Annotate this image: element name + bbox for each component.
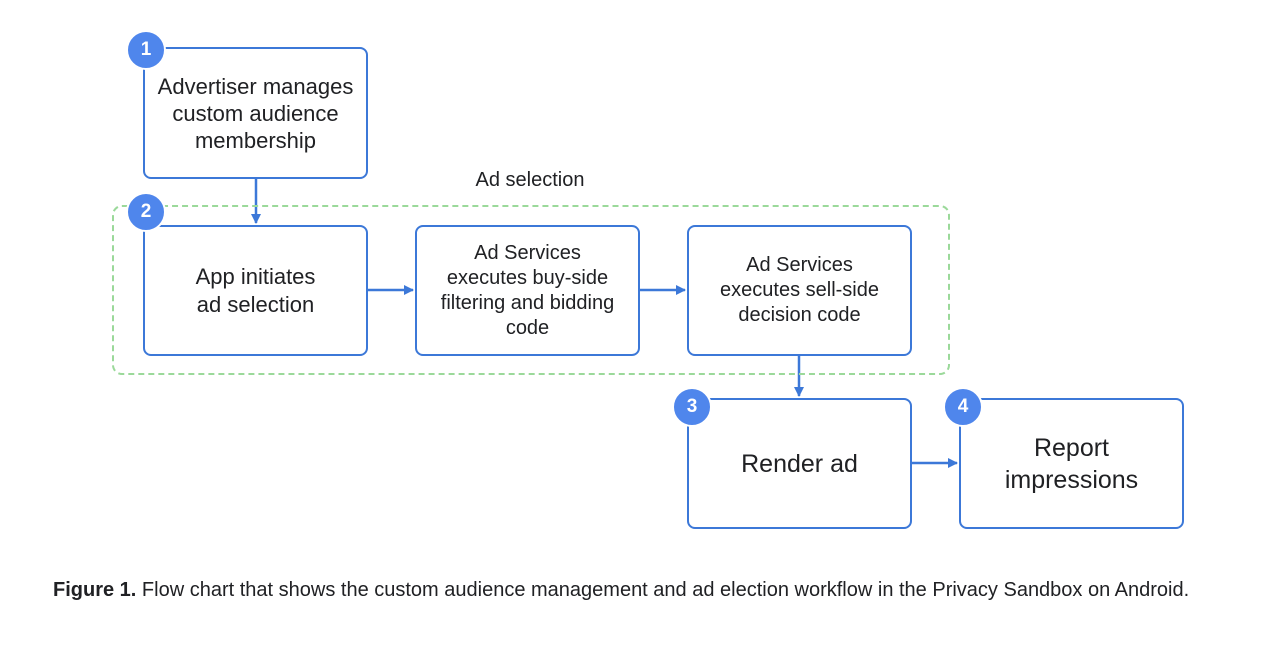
ad-selection-label: Ad selection <box>475 169 585 191</box>
buy-side-bidding-box: Ad Services executes buy-side filtering … <box>415 225 640 356</box>
sell-side-decision-box: Ad Services executes sell-side decision … <box>687 225 912 356</box>
figure-caption: Figure 1. Flow chart that shows the cust… <box>53 570 1253 610</box>
advertiser-manages-audience-text: Advertiser manages custom audience membe… <box>157 73 354 153</box>
buy-side-bidding-text: Ad Services executes buy-side filtering … <box>440 241 615 339</box>
step-3-badge: 3 <box>672 387 712 427</box>
caption-label: Figure 1. <box>53 579 137 601</box>
advertiser-manages-audience-box: Advertiser manages custom audience membe… <box>143 47 368 179</box>
step-2-badge: 2 <box>126 192 166 232</box>
app-initiates-selection-text: App initiates ad selection <box>195 263 316 317</box>
caption-text: Flow chart that shows the custom audienc… <box>141 579 1190 601</box>
sell-side-decision-text: Ad Services executes sell-side decision … <box>720 254 879 326</box>
report-impressions-box: Report impressions <box>959 398 1184 529</box>
step-1-badge: 1 <box>126 30 166 70</box>
ad-selection-group <box>112 205 950 375</box>
connector-layer <box>251 179 958 468</box>
step-4-badge: 4 <box>943 387 983 427</box>
render-ad-box: Render ad <box>687 398 912 529</box>
report-impressions-text: Report impressions <box>1004 433 1139 494</box>
render-ad-text: Render ad <box>741 449 858 478</box>
app-initiates-selection-box: App initiates ad selection <box>143 225 368 356</box>
